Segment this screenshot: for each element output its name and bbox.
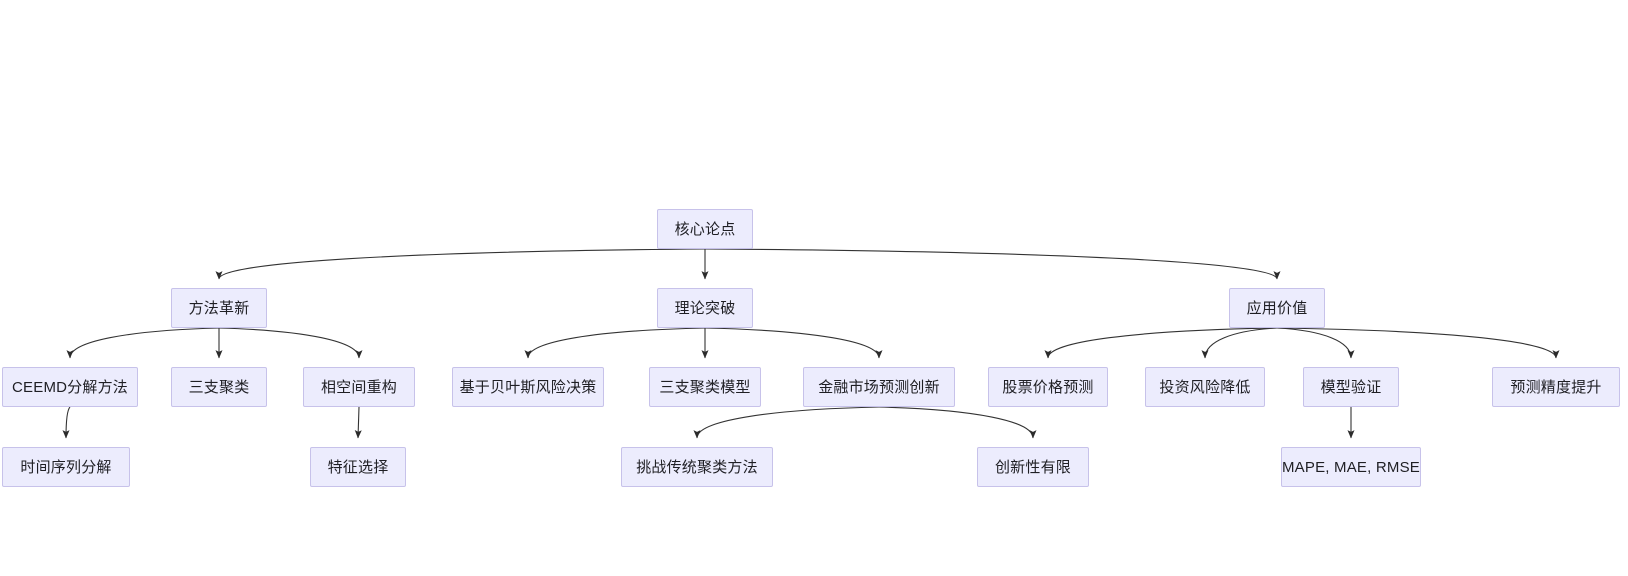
flowchart-node-metrics[interactable]: MAPE, MAE, RMSE bbox=[1281, 447, 1421, 487]
node-label: 核心论点 bbox=[674, 220, 736, 238]
node-label: 应用价值 bbox=[1246, 299, 1308, 317]
flowchart-node-twmodel[interactable]: 三支聚类模型 bbox=[649, 367, 761, 407]
flowchart-node-phase[interactable]: 相空间重构 bbox=[303, 367, 415, 407]
flowchart-node-threeway[interactable]: 三支聚类 bbox=[171, 367, 267, 407]
node-label: CEEMD分解方法 bbox=[12, 378, 128, 396]
flowchart-node-root[interactable]: 核心论点 bbox=[657, 209, 753, 249]
flowchart-node-challenge[interactable]: 挑战传统聚类方法 bbox=[621, 447, 773, 487]
edge-application-to-validate bbox=[1276, 327, 1355, 359]
node-label: 理论突破 bbox=[674, 299, 736, 317]
node-label: 股票价格预测 bbox=[1002, 378, 1094, 396]
edge-theory-to-finance bbox=[704, 327, 883, 359]
edge-finance-to-limited bbox=[878, 406, 1037, 439]
flowchart-node-bayes[interactable]: 基于贝叶斯风险决策 bbox=[452, 367, 604, 407]
edge-paths bbox=[62, 248, 1560, 439]
flowchart-node-method[interactable]: 方法革新 bbox=[171, 288, 267, 328]
node-label: 基于贝叶斯风险决策 bbox=[459, 378, 597, 396]
node-label: 三支聚类 bbox=[188, 378, 250, 396]
edge-ceemd-to-tsdecomp bbox=[62, 406, 71, 439]
node-label: 模型验证 bbox=[1320, 378, 1382, 396]
node-label: 特征选择 bbox=[327, 458, 389, 476]
edge-finance-to-challenge bbox=[693, 406, 880, 439]
edge-method-to-phase bbox=[218, 327, 363, 359]
flowchart-node-stock[interactable]: 股票价格预测 bbox=[988, 367, 1108, 407]
edge-theory-to-bayes bbox=[524, 327, 706, 359]
flowchart-node-accuracy[interactable]: 预测精度提升 bbox=[1492, 367, 1620, 407]
node-label: 创新性有限 bbox=[994, 458, 1071, 476]
edge-root-to-application bbox=[704, 248, 1281, 280]
node-label: 挑战传统聚类方法 bbox=[636, 458, 758, 476]
node-label: 时间序列分解 bbox=[20, 458, 112, 476]
flowchart-node-application[interactable]: 应用价值 bbox=[1229, 288, 1325, 328]
node-label: MAPE, MAE, RMSE bbox=[1281, 458, 1421, 476]
node-label: 投资风险降低 bbox=[1159, 378, 1251, 396]
flowchart-node-ceemd[interactable]: CEEMD分解方法 bbox=[2, 367, 138, 407]
edge-phase-to-feature bbox=[354, 406, 362, 439]
node-label: 三支聚类模型 bbox=[659, 378, 751, 396]
flowchart-node-theory[interactable]: 理论突破 bbox=[657, 288, 753, 328]
flowchart-node-feature[interactable]: 特征选择 bbox=[310, 447, 406, 487]
edge-method-to-ceemd bbox=[66, 327, 220, 359]
edge-root-to-method bbox=[215, 248, 706, 280]
flowchart-node-validate[interactable]: 模型验证 bbox=[1303, 367, 1399, 407]
edge-application-to-risk bbox=[1201, 327, 1278, 359]
node-label: 方法革新 bbox=[188, 299, 250, 317]
node-label: 金融市场预测创新 bbox=[818, 378, 940, 396]
flowchart-node-limited[interactable]: 创新性有限 bbox=[977, 447, 1089, 487]
edge-application-to-accuracy bbox=[1276, 327, 1560, 359]
flowchart-node-finance[interactable]: 金融市场预测创新 bbox=[803, 367, 955, 407]
node-label: 预测精度提升 bbox=[1510, 378, 1602, 396]
edge-application-to-stock bbox=[1044, 327, 1278, 359]
flowchart-node-risk[interactable]: 投资风险降低 bbox=[1145, 367, 1265, 407]
flowchart-node-tsdecomp[interactable]: 时间序列分解 bbox=[2, 447, 130, 487]
node-label: 相空间重构 bbox=[320, 378, 397, 396]
